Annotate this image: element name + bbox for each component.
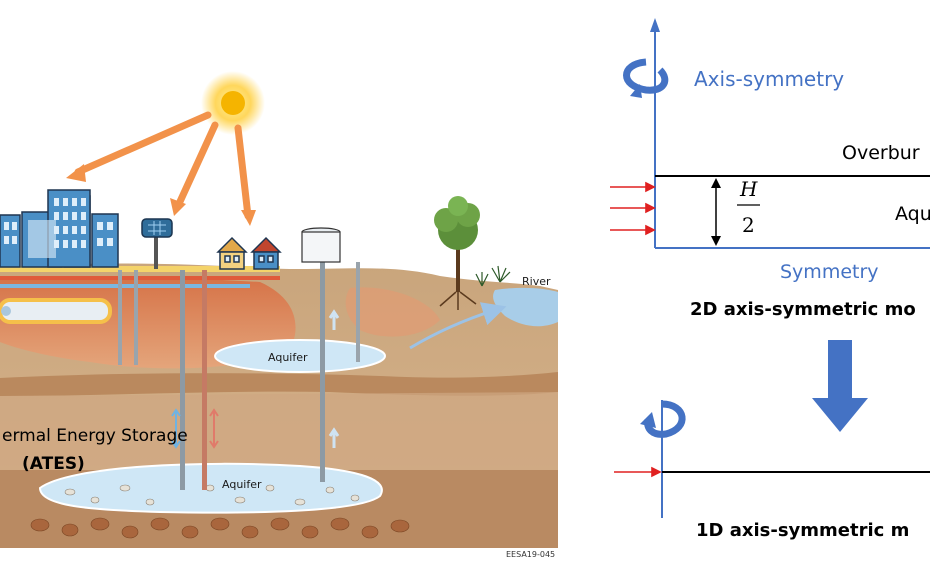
overburden-label: Overbur [842, 142, 920, 164]
model-schematic: Axis-symmetry Overbur Aqu H 2 Symmetry 2… [610, 18, 930, 541]
thickness-arrow-top [711, 178, 721, 188]
wells [118, 262, 360, 490]
ates-title-line2: (ATES) [22, 454, 85, 474]
lower-aquifer-label: Aquifer [222, 478, 262, 491]
tree [434, 196, 480, 310]
heat-zone-right [345, 287, 440, 337]
up-arrow-well-lower [328, 427, 340, 448]
symmetry-label: Symmetry [780, 261, 879, 283]
figure-code: EESA19-045 [506, 550, 555, 559]
aquifer-label: Aqu [895, 203, 930, 225]
fraction-denominator: 2 [742, 213, 755, 237]
reduction-arrow-icon [812, 340, 868, 432]
river-water [493, 287, 558, 327]
building-windows [4, 198, 113, 258]
river-label: River [522, 275, 551, 288]
grass-tufts [475, 265, 511, 287]
inflow-arrows-2d [610, 181, 656, 236]
axis-arrowhead [650, 18, 660, 32]
groundwater-flow-arrow [409, 302, 507, 350]
water-tower [301, 227, 341, 263]
sun-icon [221, 91, 245, 115]
rotation-arrow-icon [623, 58, 669, 98]
ates-title-line1: ermal Energy Storage [2, 426, 188, 446]
inflow-arrow-1d [614, 466, 662, 478]
title-2d-model: 2D axis-symmetric mo [690, 299, 916, 320]
stratum-band-2 [0, 392, 558, 470]
sun-rays [74, 111, 252, 220]
thickness-arrow-bottom [711, 236, 721, 246]
sun-ray-heads [66, 164, 256, 226]
gravel-dots [64, 484, 360, 506]
pipe-network [0, 266, 280, 324]
houses [216, 236, 282, 270]
warm-well-arrow [209, 408, 219, 449]
stratum-band-1 [0, 372, 558, 396]
solar-panel [141, 218, 173, 269]
cold-well-arrow [171, 408, 181, 449]
upper-aquifer [214, 339, 386, 373]
axis-symmetry-label: Axis-symmetry [694, 67, 844, 91]
fraction-numerator: H [739, 177, 758, 201]
up-arrow-well [328, 309, 340, 330]
upper-aquifer-label: Aquifer [268, 351, 308, 364]
title-1d-model: 1D axis-symmetric m [696, 520, 909, 541]
ates-illustration: Aquifer Aquifer River ermal Energy Stora… [0, 71, 558, 559]
rotation-arrow-1d-icon [640, 400, 686, 438]
bottom-rocks [30, 517, 410, 539]
